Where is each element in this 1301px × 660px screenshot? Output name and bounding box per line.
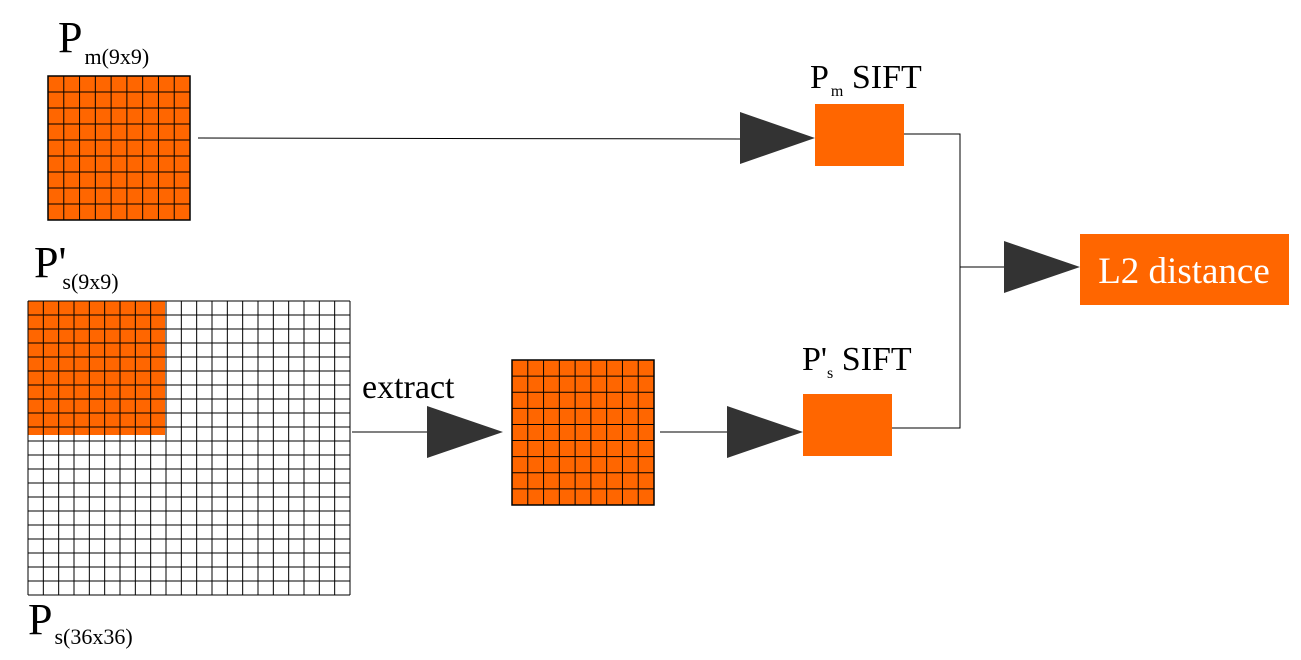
ps-sift-box [803,394,892,456]
connector-lines [197,133,1005,433]
ps-prime-label-sub: s(9x9) [62,269,118,294]
ps-label-sub: s(36x36) [54,624,132,649]
ps-sift-label: P's SIFT [802,341,912,382]
ps-grid-lines [27,300,351,596]
sift-merge-line [892,133,961,429]
ps-prime-label: P's(9x9) [34,238,119,294]
arrowheads [427,112,1080,458]
extract-label: extract [362,369,455,406]
ps-sift-label-suffix: SIFT [833,341,912,378]
ps-prime-highlight [28,301,165,435]
ps-sift-label-main: P' [802,341,827,378]
l2-distance-label: L2 distance [1098,251,1270,292]
pm-sift-label-suffix: SIFT [843,59,922,96]
ps-sift-label-sub: s [827,365,833,382]
extracted-grid-lines [511,359,655,506]
pm-label-main: P [58,13,82,62]
pm-to-sift-line [197,137,743,140]
pm-sift-label-main: P [810,59,829,96]
pm-sift-label-sub: m [831,83,844,100]
ps-label-main: P [28,595,52,644]
pm-sift-box [815,104,904,166]
pm-grid-lines [47,75,191,221]
arrow-to-l2 [1004,241,1080,293]
l2-distance-box [1080,234,1289,305]
ps-prime-label-main: P' [34,238,66,287]
ps-large-grid [28,301,165,435]
arrow-extract [427,406,503,458]
arrow-to-pm-sift [740,112,815,164]
arrow-to-ps-sift [727,406,803,458]
pm-label: Pm(9x9) [58,13,149,69]
ps-label: Ps(36x36) [28,595,133,649]
pm-label-sub: m(9x9) [84,44,149,69]
pm-patch-grid [47,75,191,221]
extracted-patch-grid [511,359,655,506]
